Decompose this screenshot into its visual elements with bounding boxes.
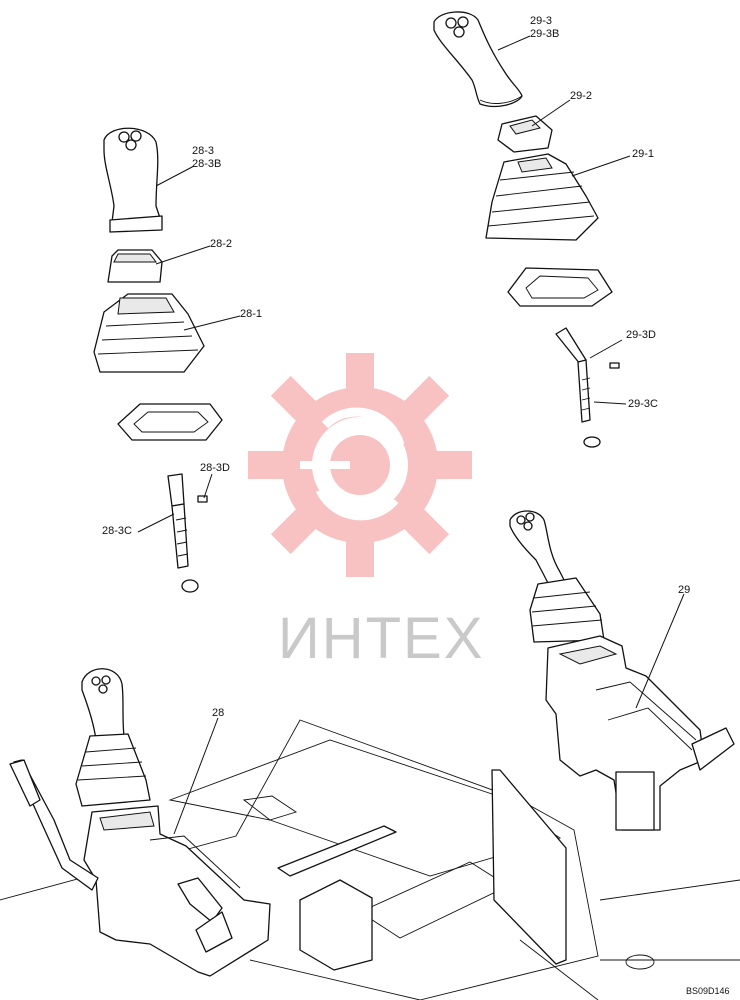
watermark-text: ИНТЕХ: [278, 606, 484, 671]
bezel-plate-28: [117, 403, 223, 441]
callout-29-3C: 29-3C: [628, 398, 658, 410]
cover-28-2: [107, 249, 163, 283]
boot-29-1: [485, 153, 599, 241]
callout-28: 28: [212, 707, 224, 719]
leader-lines: [137, 35, 685, 835]
grip-29-3: [433, 11, 523, 108]
callout-29-3B: 29-3B: [530, 28, 559, 40]
grip-28-3: [103, 127, 163, 233]
callout-28-3D: 28-3D: [200, 462, 230, 474]
callout-29-3D: 29-3D: [626, 329, 656, 341]
callout-29: 29: [678, 584, 690, 596]
callout-28-3: 28-3: [192, 145, 214, 157]
bezel-plate-29: [507, 267, 613, 307]
drawing-code: BS09D146: [686, 986, 730, 996]
watermark-gear-icon: [248, 353, 472, 577]
callout-29-3: 29-3: [530, 15, 552, 27]
callout-29-2: 29-2: [570, 90, 592, 102]
callout-28-2: 28-2: [210, 238, 232, 250]
console-assembly-28: [9, 668, 271, 977]
cover-29-2: [497, 115, 553, 153]
pin-29-3D: [609, 362, 620, 369]
callout-28-3B: 28-3B: [192, 158, 221, 170]
lever-rod-29-3C: [555, 327, 601, 448]
base-frame: [0, 719, 740, 1000]
callout-28-3C: 28-3C: [102, 525, 132, 537]
boot-28-1: [93, 293, 205, 373]
callout-29-1: 29-1: [632, 148, 654, 160]
console-assembly-29: [509, 510, 735, 831]
lever-rod-28-3C: [167, 473, 199, 593]
callout-28-1: 28-1: [240, 308, 262, 320]
pin-28-3D: [197, 495, 208, 503]
